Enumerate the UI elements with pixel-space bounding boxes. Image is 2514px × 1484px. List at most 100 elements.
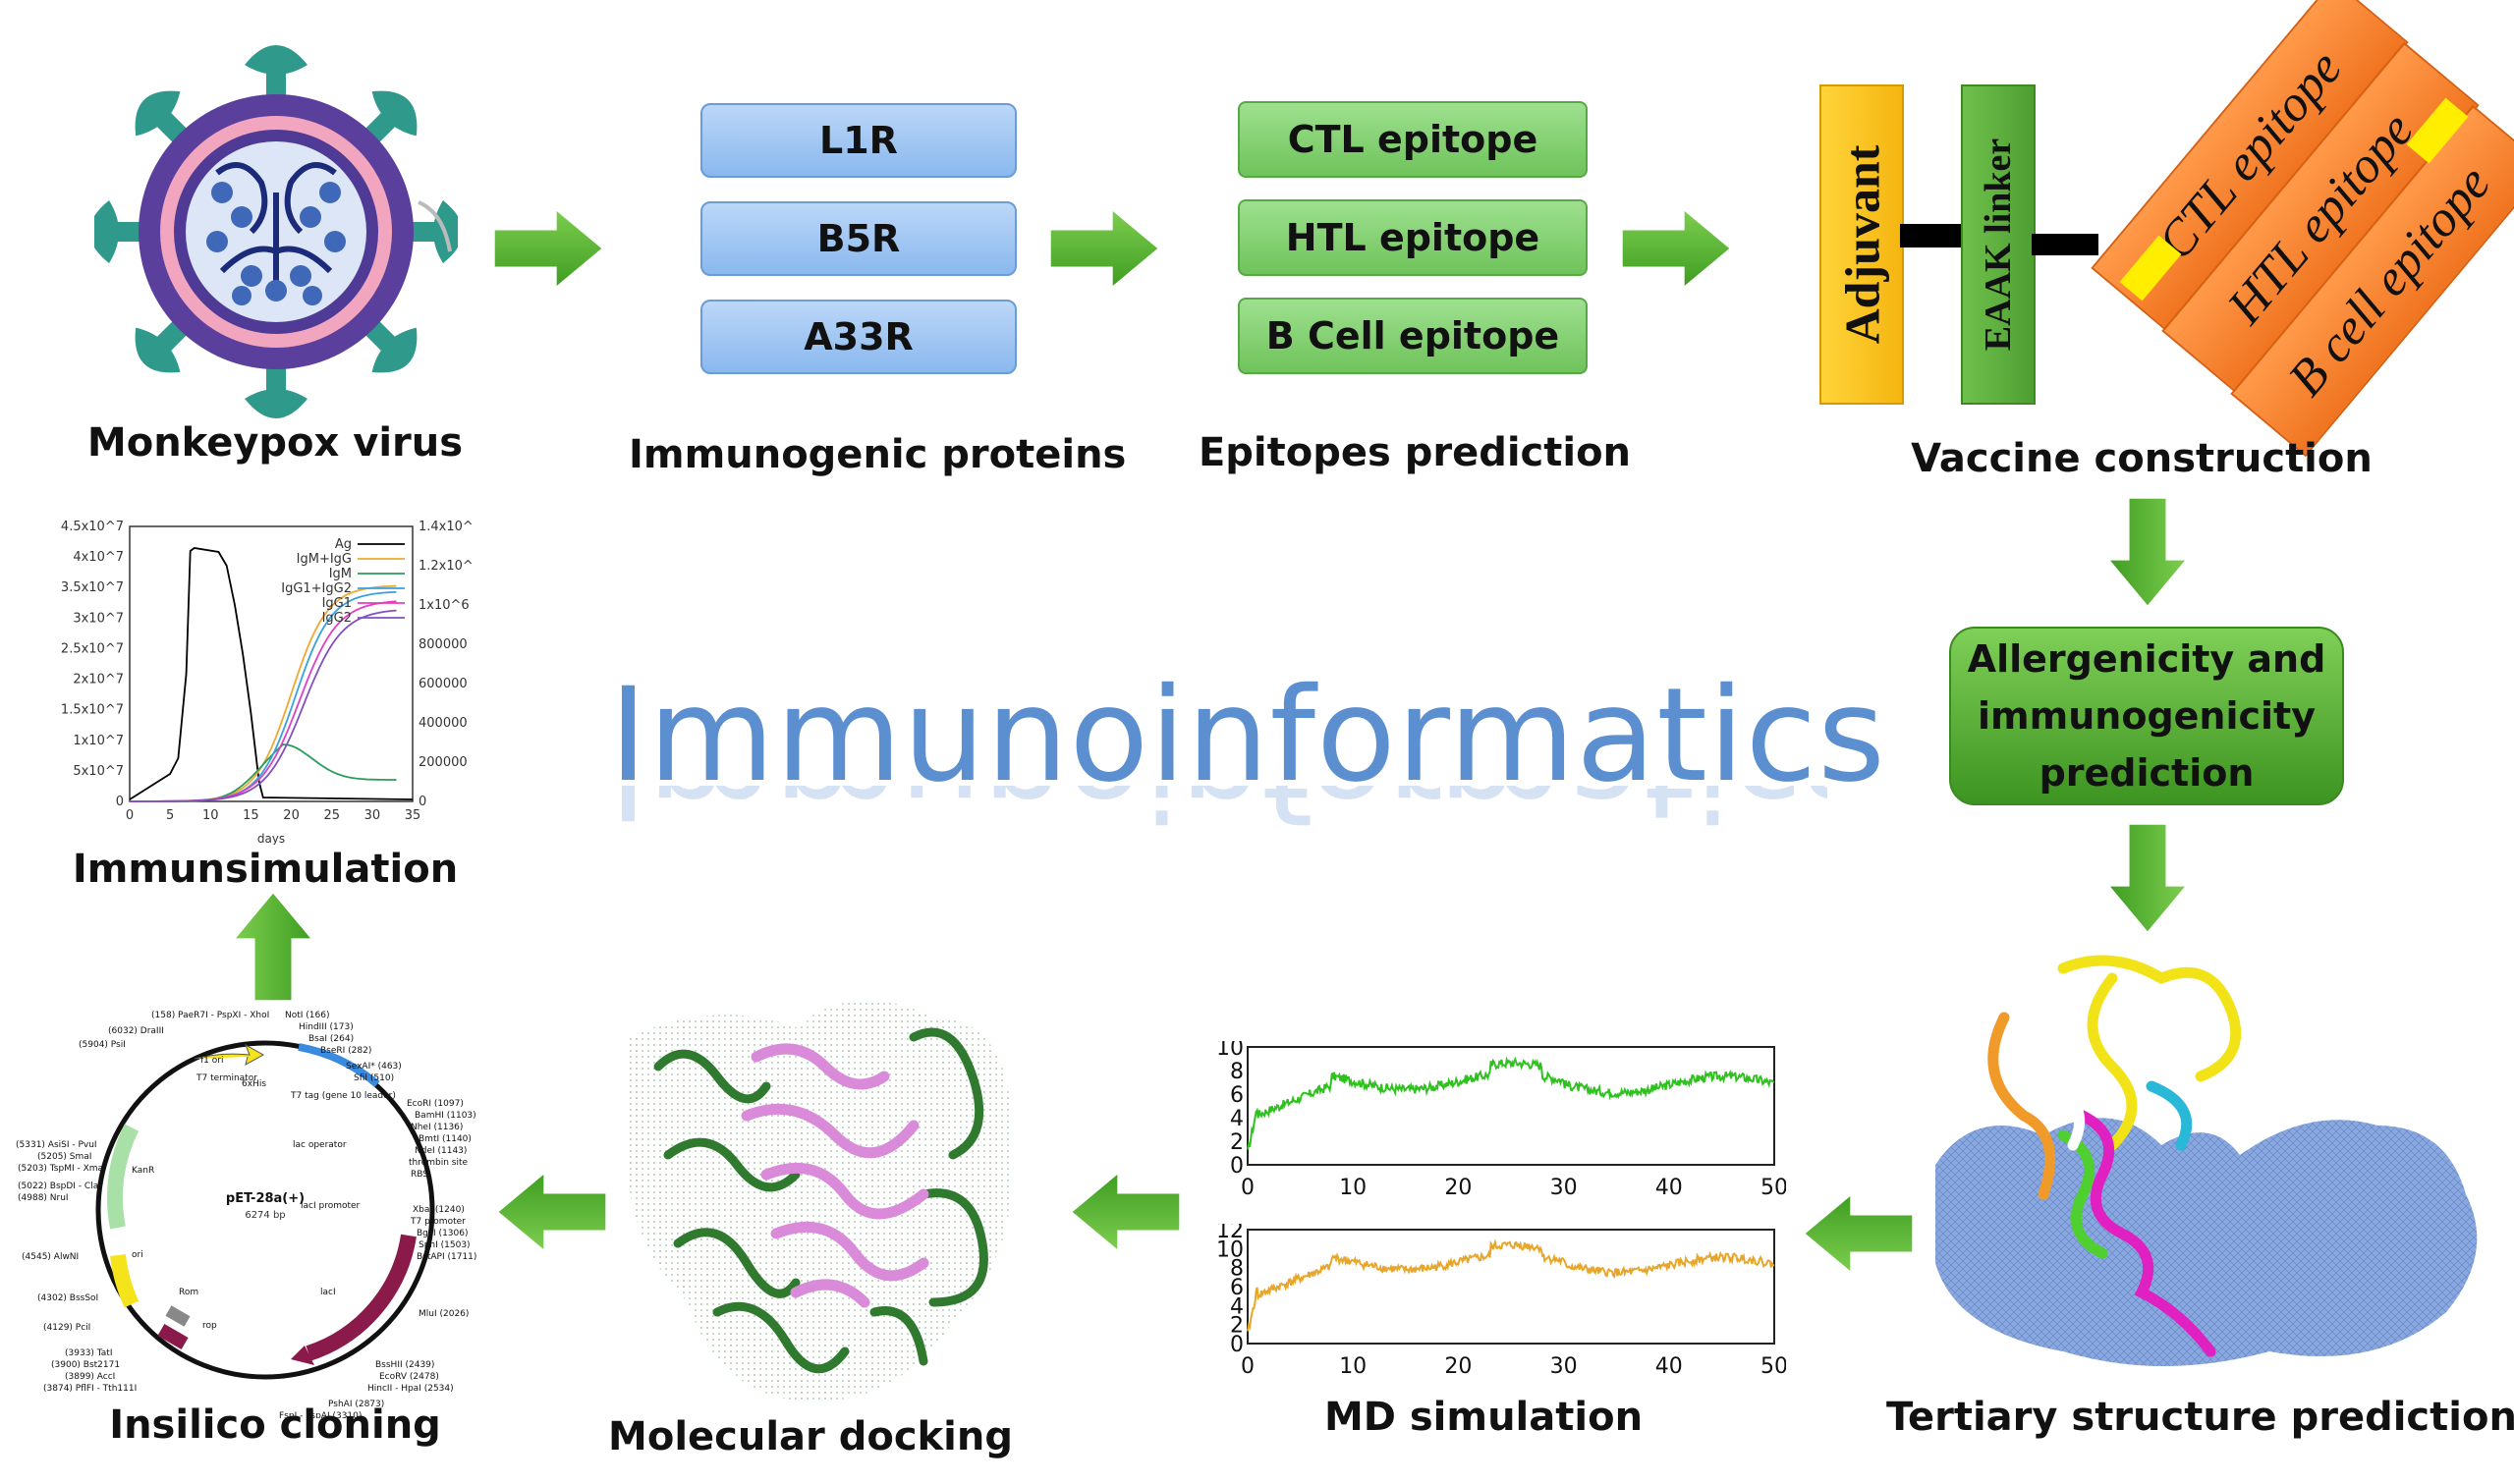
plasmid-feature-label: thrombin site xyxy=(409,1158,469,1168)
immunsim-legend-label: IgM+IgG xyxy=(297,552,352,567)
md-y-tick: 4 xyxy=(1230,1294,1244,1319)
md-x-tick: 30 xyxy=(1550,1354,1578,1379)
plasmid-feature-label: BstAPI (1711) xyxy=(417,1252,476,1262)
immunsim-legend-label: IgG1 xyxy=(322,596,352,611)
plasmid-feature-label: (6032) DraIII xyxy=(108,1026,164,1036)
md-y-tick: 2 xyxy=(1230,1314,1244,1339)
immunsim-curve-igg2 xyxy=(130,609,397,802)
plasmid-feature-label: KanR xyxy=(132,1166,154,1176)
plasmid-feature-label: ori xyxy=(132,1250,143,1260)
immunsim-right-tick: 1x10^6 xyxy=(419,598,470,613)
epitope-box-bcell: B Cell epitope xyxy=(1238,298,1588,374)
immunsim-right-tick: 1.2x10^6 xyxy=(419,559,472,574)
epitope-box-htl: HTL epitope xyxy=(1238,199,1588,276)
plasmid-feature-label: (3899) AccI xyxy=(65,1372,115,1382)
plasmid-backbone xyxy=(95,1040,435,1380)
plasmid-t7-region xyxy=(298,1043,380,1088)
plasmid-feature-label: 6xHis xyxy=(242,1079,266,1089)
md-y-tick: 10 xyxy=(1216,1041,1244,1061)
center-title: Immunoinformatics xyxy=(609,660,1886,811)
plasmid-feature-label: (3874) PflFI - Tth111I xyxy=(43,1384,137,1394)
immunsim-plot-frame xyxy=(129,525,414,802)
plasmid-feature-label: BsaI (264) xyxy=(308,1034,354,1044)
plasmid-feature-label: rop xyxy=(202,1321,217,1331)
plasmid-feature-label: BseRI (282) xyxy=(320,1046,371,1056)
immunsim-right-tick: 600000 xyxy=(419,677,468,691)
plasmid-feature-label: Rom xyxy=(179,1288,198,1297)
tertiary-structure-image xyxy=(1935,955,2478,1366)
immunsim-x-tick: 35 xyxy=(405,808,421,823)
plasmid-feature-label: SfiI (510) xyxy=(354,1073,394,1083)
protein-box-a33r: A33R xyxy=(700,300,1017,374)
plasmid-feature-label: NdeI (1143) xyxy=(415,1146,467,1156)
md-x-tick: 30 xyxy=(1550,1176,1578,1200)
plasmid-feature-label: BssHII (2439) xyxy=(375,1360,434,1370)
plasmid-feature-label: HincII - HpaI (2534) xyxy=(367,1384,454,1394)
caption-insilico-cloning: Insilico cloning xyxy=(109,1402,441,1448)
linker-bar: EAAK linker xyxy=(1961,84,2036,405)
immunsim-x-tick: 30 xyxy=(364,808,381,823)
plasmid-feature-label: SphI (1503) xyxy=(419,1240,471,1250)
md-x-tick: 40 xyxy=(1655,1176,1683,1200)
md-y-tick: 6 xyxy=(1230,1276,1244,1300)
plasmid-feature-label: RBS xyxy=(411,1170,428,1180)
plasmid-feature-label: (4545) AlwNI xyxy=(22,1252,79,1262)
caption-md-simulation: MD simulation xyxy=(1323,1395,1644,1440)
adjuvant-bar: Adjuvant xyxy=(1819,84,1904,405)
immunsim-left-tick: 5x10^7 xyxy=(73,764,124,779)
immunsim-x-tick: 20 xyxy=(283,808,300,823)
md-x-tick: 20 xyxy=(1444,1176,1472,1200)
plasmid-feature-label: NotI (166) xyxy=(285,1011,329,1020)
plasmid-feature-label: (4302) BssSoI xyxy=(37,1293,98,1303)
plasmid-feature-label: T7 tag (gene 10 leader) xyxy=(290,1091,396,1101)
plasmid-feature-label: (5205) SmaI xyxy=(37,1152,91,1162)
immunsim-legend-label: IgM xyxy=(329,567,352,581)
plasmid-name: pET-28a(+) xyxy=(226,1191,305,1206)
caption-immunsimulation: Immunsimulation xyxy=(72,847,459,892)
md-y-tick: 8 xyxy=(1230,1060,1244,1084)
immunsim-legend-label: IgG1+IgG2 xyxy=(281,581,352,596)
arrow-left-1 xyxy=(1805,1196,1913,1271)
immunsim-right-tick: 0 xyxy=(419,795,426,809)
md-x-tick: 0 xyxy=(1241,1354,1255,1379)
md-series-line xyxy=(1247,1056,1775,1150)
caption-molecular-docking: Molecular docking xyxy=(608,1414,1013,1459)
immunsim-legend-label: Ag xyxy=(335,537,352,552)
md-x-tick: 0 xyxy=(1241,1176,1255,1200)
plasmid-feature-label: BamHI (1103) xyxy=(415,1111,476,1121)
plasmid-feature-label: (5904) PsiI xyxy=(79,1040,126,1050)
caption-vaccine-construction: Vaccine construction xyxy=(1911,436,2373,481)
plasmid-feature-label: T7 promoter xyxy=(410,1217,466,1227)
plasmid-feature-label: XbaI (1240) xyxy=(413,1205,465,1215)
md-y-tick: 0 xyxy=(1230,1154,1244,1179)
md-x-tick: 50 xyxy=(1760,1176,1786,1200)
immunsim-x-tick: 10 xyxy=(202,808,219,823)
caption-immunogenic-proteins: Immunogenic proteins xyxy=(629,432,1127,477)
plasmid-feature-label: lacI promoter xyxy=(301,1201,361,1211)
protein-box-b5r: B5R xyxy=(700,201,1017,276)
immunsimulation-chart: 05x10^71x10^71.5x10^72x10^72.5x10^73x10^… xyxy=(61,520,472,845)
md-x-tick: 20 xyxy=(1444,1354,1472,1379)
md-series-line xyxy=(1247,1237,1775,1332)
plasmid-feature-label: BmtI (1140) xyxy=(419,1134,472,1144)
immunsim-left-tick: 4.5x10^7 xyxy=(61,520,124,534)
ori-feature xyxy=(110,1253,140,1308)
plasmid-feature-label: (4988) NruI xyxy=(18,1193,69,1203)
plasmid-feature-label: FspI - FspAI (3310) xyxy=(279,1411,362,1418)
md-y-tick: 10 xyxy=(1216,1237,1244,1262)
md2-frame xyxy=(1247,1229,1775,1345)
md-y-tick: 8 xyxy=(1230,1257,1244,1282)
immunsim-left-tick: 4x10^7 xyxy=(73,550,124,565)
immunsim-right-tick: 200000 xyxy=(419,755,468,770)
caption-monkeypox-virus: Monkeypox virus xyxy=(86,420,464,466)
plasmid-feature-label: (3933) TatI xyxy=(65,1348,113,1358)
protein-box-l1r: L1R xyxy=(700,103,1017,178)
arrow-right-3 xyxy=(1622,211,1730,286)
immunsim-left-tick: 0 xyxy=(116,795,124,809)
plasmid-map: pET-28a(+) 6274 bp (158) PaeR7I - PspXI … xyxy=(16,1011,476,1418)
plasmid-feature-label: T7 terminator xyxy=(196,1073,257,1083)
md-x-tick: 50 xyxy=(1760,1354,1786,1379)
md-y-tick: 2 xyxy=(1230,1130,1244,1155)
